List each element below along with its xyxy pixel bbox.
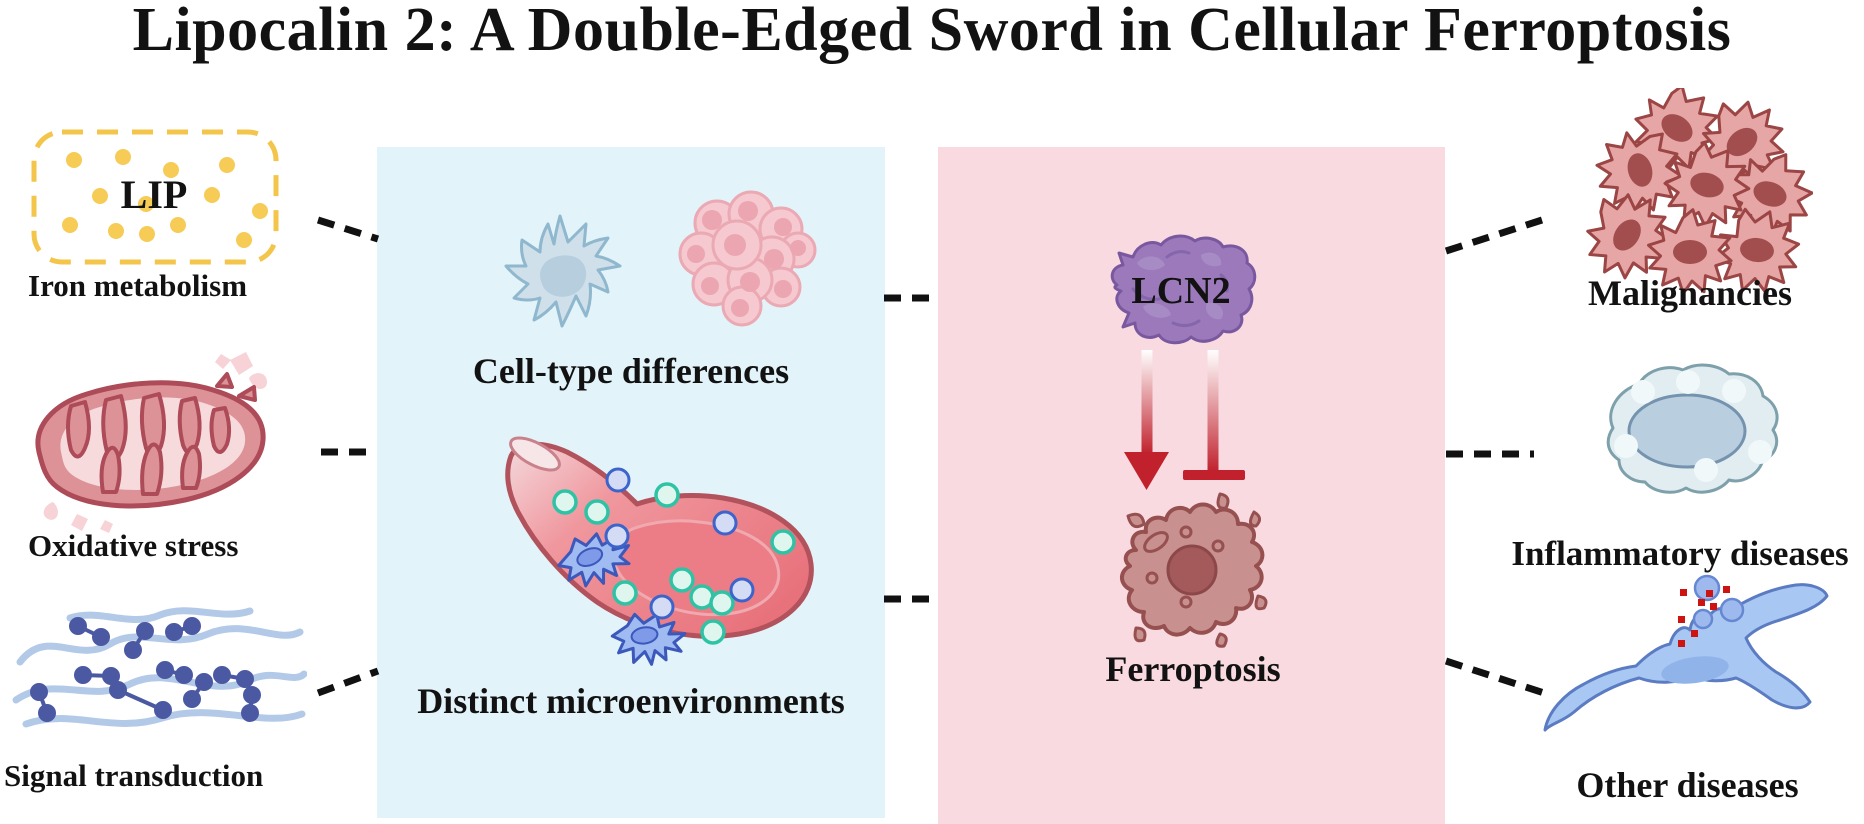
label-ferroptosis: Ferroptosis [1105, 649, 1281, 689]
label-distinct-microenvironments: Distinct microenvironments [417, 681, 845, 721]
connector-iron-to-panel [316, 216, 380, 243]
connector-signal-to-panel [316, 667, 380, 697]
promote-arrow-icon [1141, 350, 1153, 454]
lcn2-text: LCN2 [1131, 270, 1230, 312]
label-inflammatory-diseases: Inflammatory diseases [1511, 534, 1849, 573]
astrocyte-icon [1543, 574, 1829, 732]
label-cell-type-differences: Cell-type differences [472, 351, 790, 391]
inhibit-bar-icon [1207, 350, 1219, 472]
label-malignancies: Malignancies [1588, 273, 1792, 313]
figure-title: Lipocalin 2: A Double-Edged Sword in Cel… [132, 0, 1732, 64]
tumor-tissue-icon [1578, 88, 1813, 304]
signaling-network-icon [12, 607, 307, 728]
released-particles-icon [1678, 586, 1730, 647]
label-signal-transduction: Signal transduction [4, 758, 264, 793]
macrophage-icon [1606, 363, 1779, 494]
ferroptotic-cell-icon [1120, 492, 1268, 648]
connector-to-other-diseases [1444, 657, 1546, 697]
connector-to-malignancies [1444, 216, 1544, 255]
label-other-diseases: Other diseases [1576, 765, 1799, 805]
labile-iron-pool-icon: LIP [31, 129, 279, 265]
blood-vessel-icon [505, 436, 814, 666]
label-oxidative-stress: Oxidative stress [28, 528, 239, 563]
tumor-cell-cluster-icon [678, 190, 817, 327]
lip-text: LIP [121, 172, 188, 217]
glial-cell-icon [504, 214, 622, 328]
mitochondria-icon [35, 352, 267, 533]
lcn2-protein-icon: LCN2 [1110, 234, 1257, 345]
regulation-arrows-icon [1124, 350, 1245, 490]
label-iron-metabolism: Iron metabolism [28, 268, 248, 303]
